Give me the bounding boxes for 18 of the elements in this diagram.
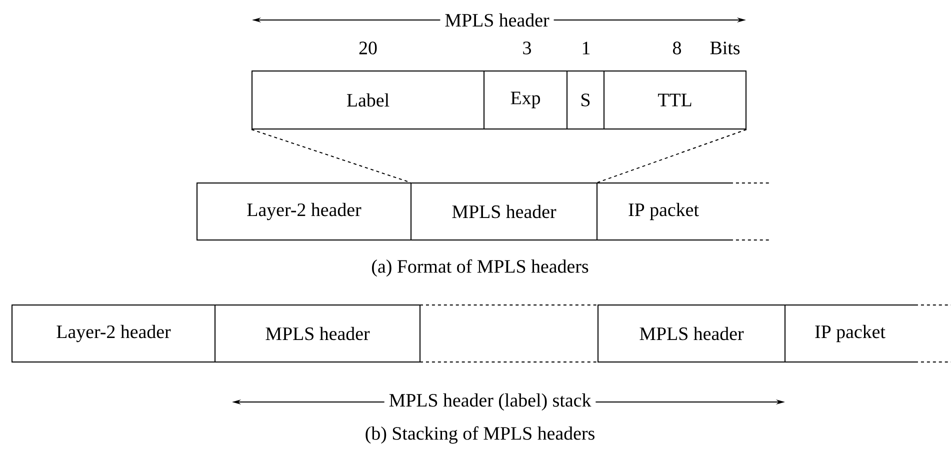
field-box: Exp <box>484 70 568 130</box>
field-box: TTL <box>604 70 746 130</box>
open-field-box: IP packet <box>784 304 951 362</box>
gap-box <box>420 304 598 362</box>
caption: (b) Stacking of MPLS headers <box>366 426 594 444</box>
expansion-line <box>251 129 411 183</box>
caption: (a) Format of MPLS headers <box>372 259 588 277</box>
field-box: Layer-2 header <box>12 304 216 362</box>
field-box: S <box>566 70 604 130</box>
bit-count: 3 <box>523 42 531 54</box>
field-box: Layer-2 header <box>196 182 412 240</box>
field-box: MPLS header <box>410 182 598 240</box>
field-box: MPLS header <box>214 304 420 362</box>
expansion-line <box>597 129 747 183</box>
open-field-box: IP packet <box>596 182 770 240</box>
field-box: MPLS header <box>598 304 786 362</box>
bit-count: 1 <box>582 42 590 54</box>
field-box: Label <box>252 70 484 130</box>
